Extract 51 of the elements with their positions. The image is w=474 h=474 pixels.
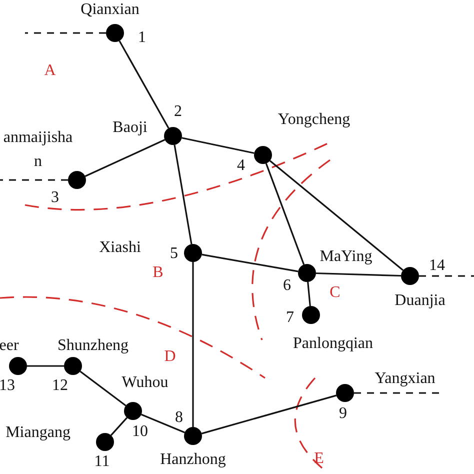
bus-number: 11 bbox=[94, 453, 110, 471]
bus-number: 9 bbox=[339, 405, 347, 423]
line bbox=[182, 137, 254, 154]
line bbox=[27, 365, 64, 367]
dashed-line bbox=[25, 32, 106, 34]
line bbox=[174, 144, 192, 244]
dashed-line bbox=[0, 179, 68, 181]
bus-number: 13 bbox=[0, 377, 15, 395]
line bbox=[307, 282, 311, 306]
bus-number: 14 bbox=[429, 257, 445, 275]
line bbox=[110, 417, 128, 436]
bus-name: anmaijisha n bbox=[2, 128, 74, 172]
bus-number: 7 bbox=[286, 309, 294, 327]
bus-number: 1 bbox=[138, 29, 146, 47]
line bbox=[265, 163, 305, 265]
bus-number: 5 bbox=[170, 245, 178, 263]
bus-name: Panlongqian bbox=[293, 335, 373, 353]
bus-name: Yongcheng bbox=[278, 111, 350, 129]
bus-name: Shunzheng bbox=[57, 337, 129, 355]
line bbox=[201, 394, 337, 434]
region-label: C bbox=[330, 284, 340, 302]
line bbox=[118, 40, 170, 129]
bus-name: Miangang bbox=[6, 424, 70, 442]
line bbox=[202, 254, 298, 272]
bus-name: Duanjia bbox=[394, 292, 446, 310]
bus-number: 10 bbox=[132, 423, 148, 441]
region-label: E bbox=[314, 450, 324, 468]
bus-number: 12 bbox=[52, 377, 68, 395]
line bbox=[84, 139, 166, 177]
bus-name: eer bbox=[0, 337, 19, 355]
bus-number: 3 bbox=[51, 189, 59, 207]
bus-number: 8 bbox=[175, 409, 183, 427]
region-label: A bbox=[44, 62, 56, 80]
bus-name: Qianxian bbox=[80, 1, 140, 19]
dashed-line bbox=[419, 275, 474, 277]
line bbox=[316, 272, 402, 277]
line bbox=[192, 262, 194, 427]
bus-name: Xiashi bbox=[99, 239, 141, 257]
region-label: D bbox=[164, 348, 176, 366]
bus-number: 4 bbox=[237, 157, 245, 175]
bus-name: MaYing bbox=[320, 248, 372, 266]
region-label: B bbox=[152, 264, 164, 282]
line bbox=[80, 370, 126, 406]
bus-name: Hanzhong bbox=[160, 451, 226, 469]
line bbox=[269, 160, 404, 271]
bus-name: Baoji bbox=[112, 119, 148, 137]
bus-name: Yangxian bbox=[374, 370, 436, 388]
bus-number: 2 bbox=[174, 103, 182, 121]
bus-number: 6 bbox=[283, 277, 291, 295]
bus-name: Wuhou bbox=[122, 374, 168, 392]
line bbox=[141, 414, 185, 434]
